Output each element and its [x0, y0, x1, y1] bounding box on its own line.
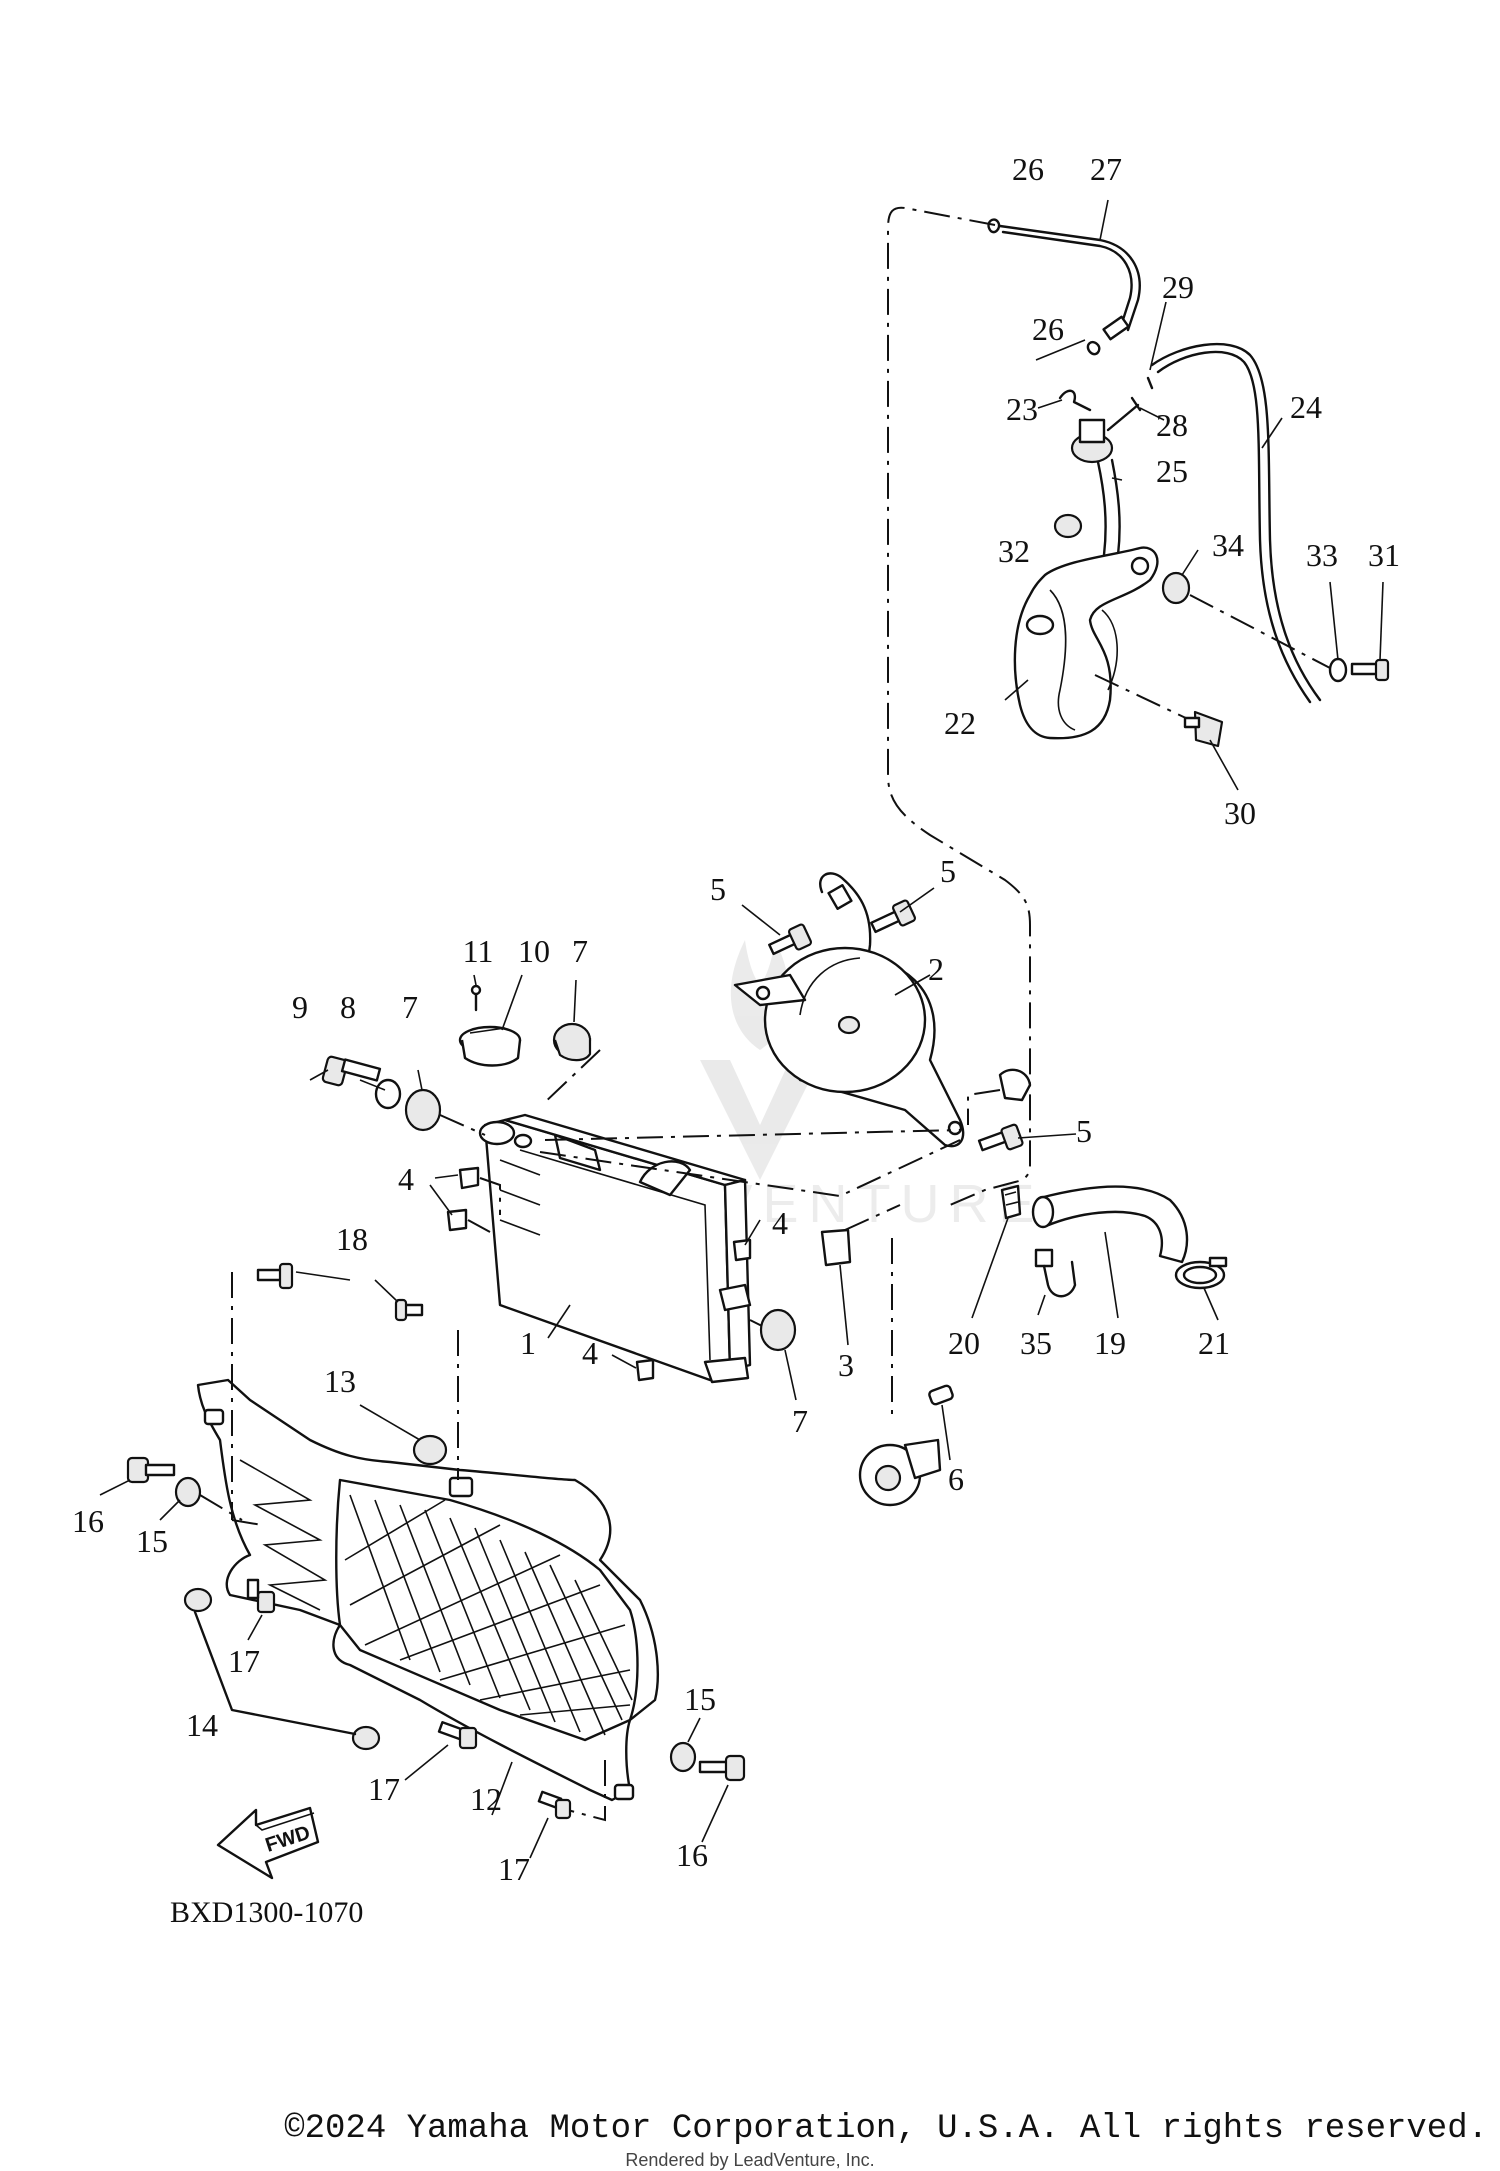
guard-group: [99, 1262, 746, 1859]
callout-c29: 29: [1162, 269, 1194, 305]
callout-c6: 6: [948, 1461, 964, 1497]
callout-c17b: 17: [368, 1771, 400, 1807]
callout-c4a: 4: [398, 1161, 414, 1197]
callout-c4b: 4: [772, 1205, 788, 1241]
callout-c19: 19: [1094, 1325, 1126, 1361]
callout-c5c: 5: [1076, 1113, 1092, 1149]
callout-c17c: 17: [498, 1851, 530, 1887]
callout-c23: 23: [1006, 391, 1038, 427]
callout-c14: 14: [186, 1707, 218, 1743]
callout-c9: 9: [292, 989, 308, 1025]
callout-c18: 18: [336, 1221, 368, 1257]
copyright-notice: ©2024 Yamaha Motor Corporation, U.S.A. A…: [284, 2110, 1488, 2148]
callout-c1: 1: [520, 1325, 536, 1361]
callout-c7c: 7: [792, 1403, 808, 1439]
callout-c32: 32: [998, 533, 1030, 569]
fan-group: [733, 872, 1077, 1152]
callout-c33: 33: [1306, 537, 1338, 573]
callout-c28: 28: [1156, 407, 1188, 443]
callout-c34: 34: [1212, 527, 1244, 563]
callout-c12: 12: [470, 1781, 502, 1817]
callout-c31: 31: [1368, 537, 1400, 573]
callout-c4c: 4: [582, 1335, 598, 1371]
bolt-5b: [870, 899, 917, 934]
callout-c20: 20: [948, 1325, 980, 1361]
callout-c2: 2: [928, 951, 944, 987]
callout-c10: 10: [518, 933, 550, 969]
callout-c8: 8: [340, 989, 356, 1025]
callout-c15b: 15: [684, 1681, 716, 1717]
callout-c24: 24: [1290, 389, 1322, 425]
callout-c26a: 26: [1012, 151, 1044, 187]
callout-c3: 3: [838, 1347, 854, 1383]
reservoir-group: [887, 199, 1390, 1206]
fwd-arrow-icon: FWD: [216, 1806, 320, 1880]
callout-c11: 11: [463, 933, 494, 969]
callout-c7a: 7: [572, 933, 588, 969]
callout-c13: 13: [324, 1363, 356, 1399]
diagram-code: BXD1300-1070: [170, 1896, 363, 1929]
callout-c25: 25: [1156, 453, 1188, 489]
callout-c5a: 5: [710, 871, 726, 907]
callout-c17a: 17: [228, 1643, 260, 1679]
callout-c27: 27: [1090, 151, 1122, 187]
bolt-5c: [977, 1123, 1024, 1152]
radiator-group: [309, 974, 1228, 1507]
callout-c15a: 15: [136, 1523, 168, 1559]
callout-c16a: 16: [72, 1503, 104, 1539]
callout-c16b: 16: [676, 1837, 708, 1873]
callout-c5b: 5: [940, 853, 956, 889]
bolt-18b: [394, 1298, 424, 1322]
callout-c30: 30: [1224, 795, 1256, 831]
callout-c35: 35: [1020, 1325, 1052, 1361]
callout-c26b: 26: [1032, 311, 1064, 347]
bolt-18a: [256, 1262, 294, 1290]
callout-c7b: 7: [402, 989, 418, 1025]
callout-c22: 22: [944, 705, 976, 741]
bolt-5a: [768, 923, 813, 956]
callout-c21: 21: [1198, 1325, 1230, 1361]
rendered-by: Rendered by LeadVenture, Inc.: [625, 2150, 875, 2170]
